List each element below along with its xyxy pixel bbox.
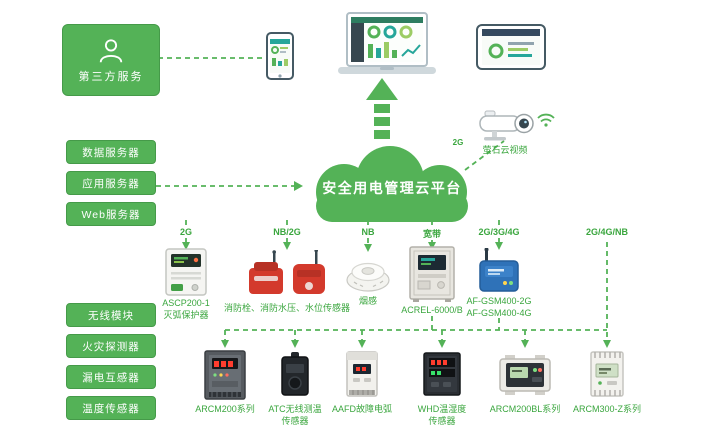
camera-icon — [478, 108, 536, 142]
caption-gsm-gateway: AF-GSM400-2G AF-GSM400-4G — [466, 296, 532, 318]
box-data-server: 数据服务器 — [66, 140, 156, 164]
caption-camera: 萤石云视频 — [482, 145, 528, 155]
wifi-icon — [536, 112, 556, 128]
caption-arcm300z: ARCM300-Z系列 — [572, 404, 641, 414]
box-app-server: 应用服务器 — [66, 171, 156, 195]
third-party-label: 第三方服务 — [78, 70, 144, 83]
device-atc-sensor — [279, 352, 311, 398]
box-fire-detector: 火灾探测器 — [66, 334, 156, 358]
phone-icon — [266, 32, 294, 80]
box-leakage-ct: 漏电互感器 — [66, 365, 156, 389]
device-ascp200 — [165, 248, 207, 296]
device-arcm200 — [204, 350, 246, 400]
device-smoke-detector — [346, 258, 390, 292]
device-gsm-gateway — [478, 247, 520, 294]
device-arcm200bl — [499, 353, 551, 397]
cloud-platform: 安全用电管理云平台 — [292, 142, 492, 230]
person-icon — [99, 38, 123, 62]
cloud-title: 安全用电管理云平台 — [322, 180, 462, 196]
caption-whd: WHD温湿度 传感器 — [417, 404, 467, 426]
arrowheads — [182, 181, 611, 348]
cloud-uplink-arrow — [366, 78, 398, 139]
link-label-broadband: 宽带 — [419, 227, 445, 240]
device-whd — [423, 352, 461, 396]
device-acrel6000 — [409, 246, 455, 302]
device-arcm300z — [589, 350, 625, 398]
caption-ascp200: ASCP200-1 灭弧保护器 — [162, 298, 210, 320]
link-label-234g: 2G/3G/4G — [475, 227, 523, 237]
device-aafd — [345, 350, 379, 398]
caption-acrel6000: ACREL-6000/B — [401, 305, 463, 315]
box-web-server: Web服务器 — [66, 202, 156, 226]
box-temperature-sensor: 温度传感器 — [66, 396, 156, 420]
caption-aafd: AAFD故障电弧 — [331, 404, 392, 414]
cloud-shape — [316, 146, 468, 222]
caption-smoke: 烟感 — [358, 296, 377, 306]
link-label-nb2g: NB/2G — [270, 227, 304, 237]
device-fire-sensors — [245, 248, 329, 296]
box-wireless-module: 无线模块 — [66, 303, 156, 327]
caption-atc: ATC无线测温 传感器 — [268, 404, 322, 426]
caption-arcm200bl: ARCM200BL系列 — [489, 404, 561, 414]
caption-fire-sensors: 消防栓、消防水压、水位传感器 — [223, 303, 350, 313]
link-label-24gnb: 2G/4G/NB — [582, 227, 632, 237]
link-label-2g: 2G — [176, 227, 196, 237]
camera-link-label: 2G — [449, 133, 467, 151]
laptop-icon — [338, 12, 436, 76]
tablet-icon — [476, 24, 546, 70]
third-party-box: 第三方服务 — [62, 24, 160, 96]
link-label-nb: NB — [358, 227, 378, 237]
caption-arcm200: ARCM200系列 — [195, 404, 255, 414]
